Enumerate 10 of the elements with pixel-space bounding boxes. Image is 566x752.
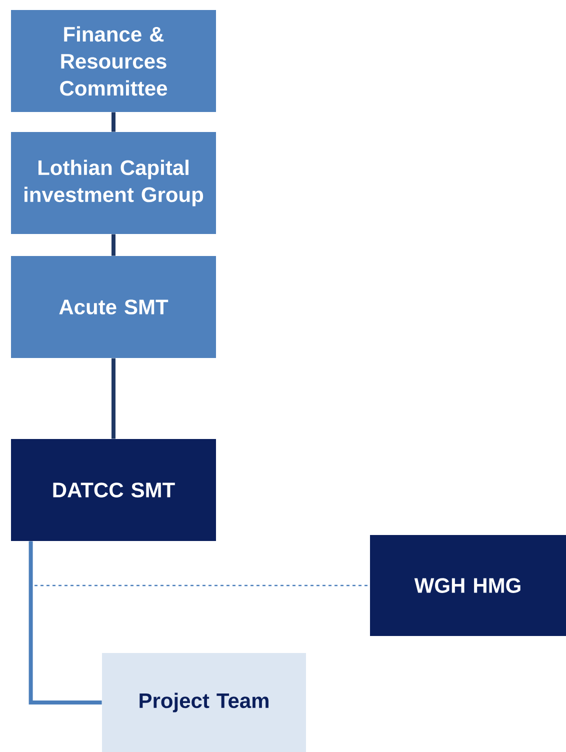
connector-line xyxy=(28,541,102,704)
committee-box: Finance & Resources Committee xyxy=(11,10,216,112)
team-box: Project Team xyxy=(102,653,306,752)
group-box: Acute SMT xyxy=(11,256,216,358)
group-box: WGH HMG xyxy=(370,535,566,636)
group-box: DATCC SMT xyxy=(11,439,216,541)
connector-line xyxy=(112,112,116,132)
connector-line xyxy=(112,358,116,439)
connector-line xyxy=(112,234,116,256)
group-box: Lothian Capital investment Group xyxy=(11,132,216,234)
